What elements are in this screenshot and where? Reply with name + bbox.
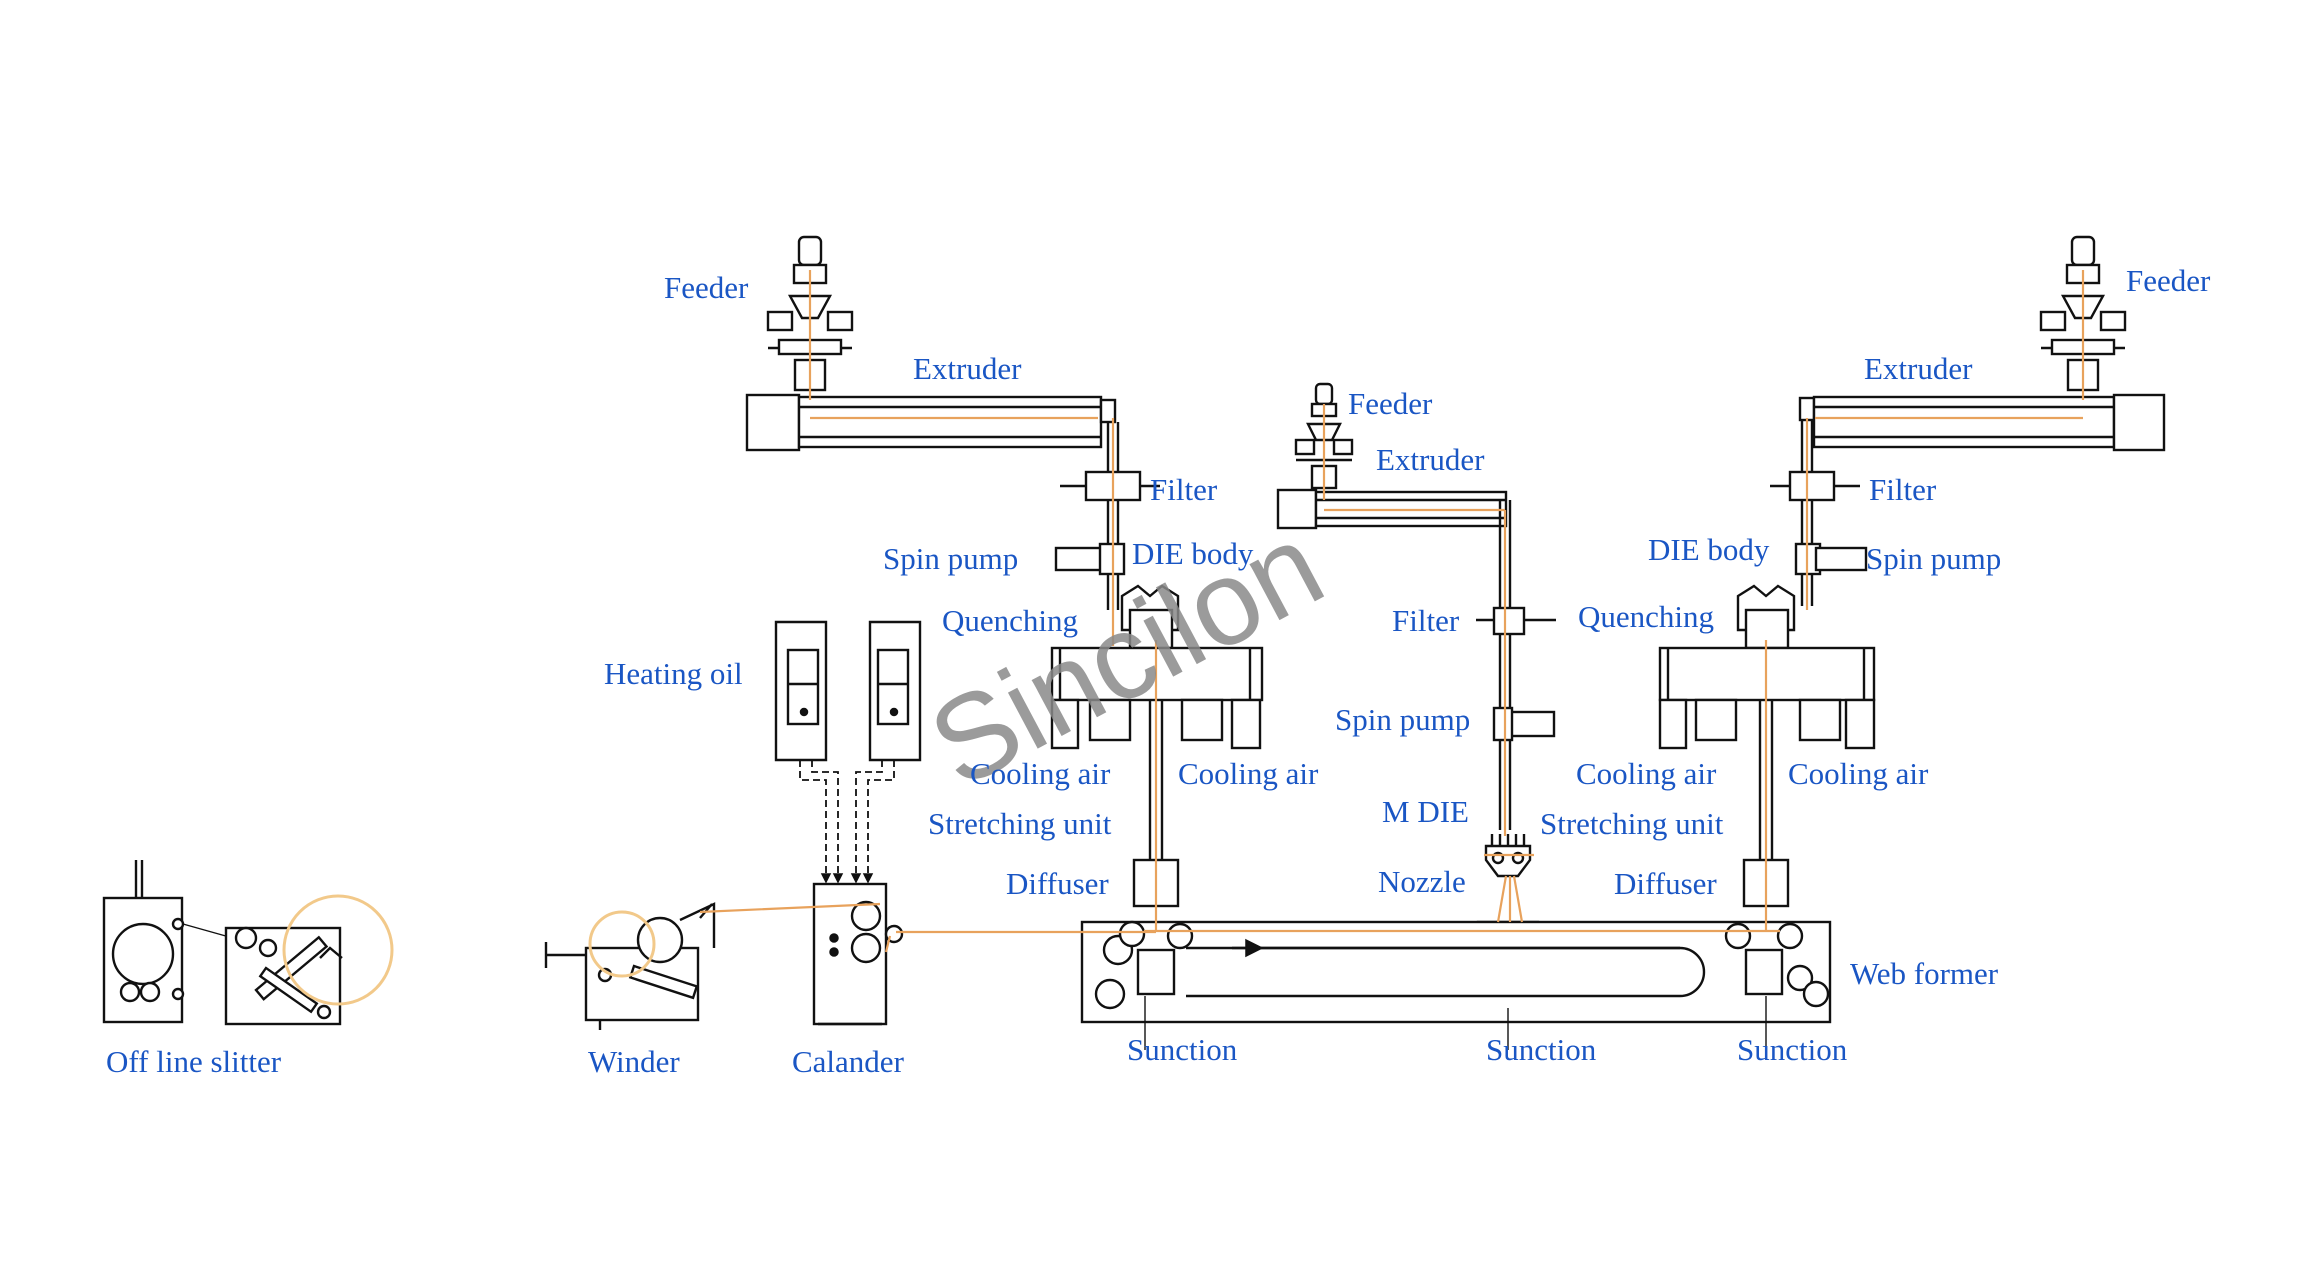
label-die-body-left: DIE body xyxy=(1132,536,1254,571)
label-diffuser-left: Diffuser xyxy=(1006,866,1109,901)
label-extruder-mid: Extruder xyxy=(1376,442,1485,477)
label-extruder-left: Extruder xyxy=(913,351,1022,386)
middle-meltblown-unit xyxy=(1276,382,1556,1010)
heating-oil-units xyxy=(774,620,922,884)
label-extruder-right: Extruder xyxy=(1864,351,1973,386)
label-spin-pump-right: Spin pump xyxy=(1866,541,2001,576)
extruder-left-equipment xyxy=(745,393,1117,452)
label-suction-3: Sunction xyxy=(1737,1032,1848,1067)
labels: Feeder Extruder Filter Spin pump DIE bod… xyxy=(106,263,2211,1079)
label-cooling-air-3: Cooling air xyxy=(1576,756,1717,791)
web-former-conveyor xyxy=(1080,920,1832,1024)
label-cooling-air-1: Cooling air xyxy=(970,756,1111,791)
off-line-slitter-equipment xyxy=(102,860,343,1026)
label-quenching-right: Quenching xyxy=(1578,599,1714,634)
label-die-body-right: DIE body xyxy=(1648,532,1770,567)
label-suction-1: Sunction xyxy=(1127,1032,1238,1067)
label-winder: Winder xyxy=(588,1044,680,1079)
label-calander: Calander xyxy=(792,1044,905,1079)
label-suction-2: Sunction xyxy=(1486,1032,1597,1067)
label-heating-oil: Heating oil xyxy=(604,656,743,691)
winder-equipment xyxy=(544,902,716,1030)
label-filter-mid: Filter xyxy=(1392,603,1460,638)
label-stretching-unit-right: Stretching unit xyxy=(1540,806,1724,841)
label-web-former: Web former xyxy=(1850,956,1999,991)
label-off-line-slitter: Off line slitter xyxy=(106,1044,282,1079)
calander-equipment xyxy=(812,882,904,1026)
label-cooling-air-2: Cooling air xyxy=(1178,756,1319,791)
label-diffuser-right: Diffuser xyxy=(1614,866,1717,901)
label-leaders xyxy=(1144,996,1767,1050)
label-filter-right: Filter xyxy=(1869,472,1937,507)
label-feeder-left: Feeder xyxy=(664,270,749,305)
label-feeder-right: Feeder xyxy=(2126,263,2211,298)
label-spin-pump-left: Spin pump xyxy=(883,541,1018,576)
label-nozzle: Nozzle xyxy=(1378,864,1466,899)
label-m-die: M DIE xyxy=(1382,794,1469,829)
label-stretching-unit-left: Stretching unit xyxy=(928,806,1112,841)
label-feeder-mid: Feeder xyxy=(1348,386,1433,421)
right-spinning-unit xyxy=(1658,235,2166,996)
melt-pipe-mid xyxy=(1476,500,1556,830)
melt-pipe-right xyxy=(1770,420,1868,606)
label-filter-left: Filter xyxy=(1150,472,1218,507)
highlight-circles xyxy=(282,894,656,1006)
fiber-paths xyxy=(699,270,2085,953)
label-cooling-air-4: Cooling air xyxy=(1788,756,1929,791)
label-quenching-left: Quenching xyxy=(942,603,1078,638)
extruder-right-equipment xyxy=(1798,393,2166,452)
m-die-equipment xyxy=(1484,834,1532,878)
melt-pipe-left xyxy=(1054,422,1160,610)
label-spin-pump-mid: Spin pump xyxy=(1335,702,1470,737)
